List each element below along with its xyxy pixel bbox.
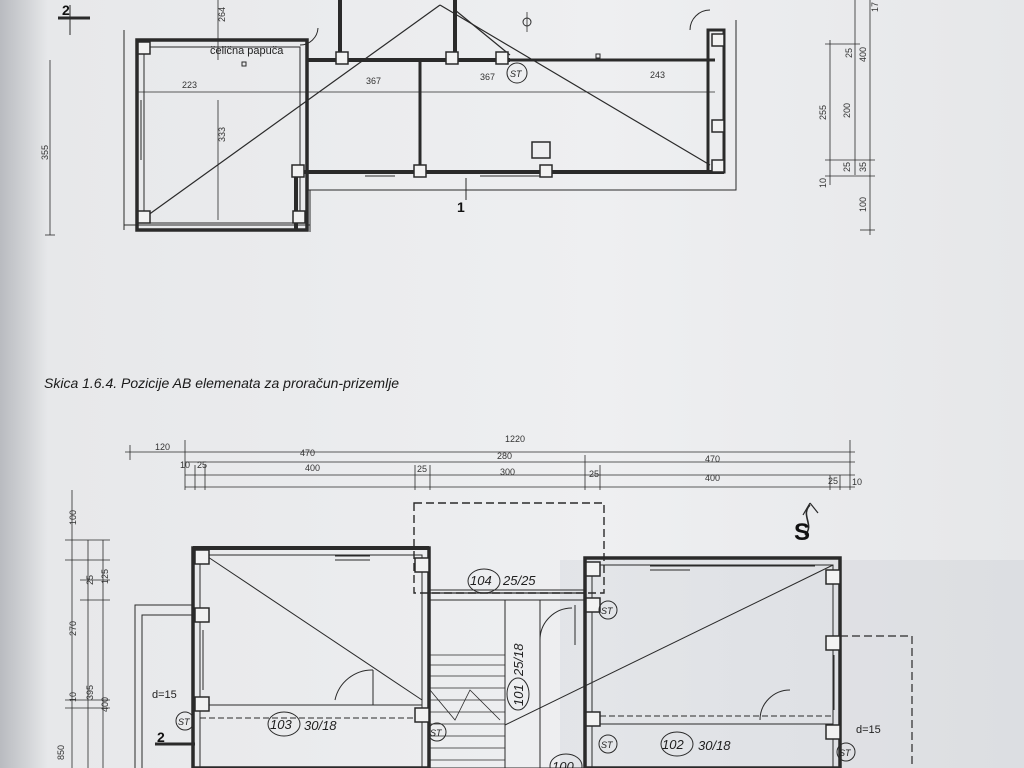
position-103-size: 30/18 bbox=[304, 718, 337, 733]
dim-left-10: 10 bbox=[68, 692, 78, 702]
st-label-5: ST bbox=[839, 748, 852, 758]
st-label-4: ST bbox=[601, 740, 614, 750]
position-102-size: 30/18 bbox=[698, 738, 731, 753]
dim-333: 333 bbox=[217, 127, 227, 142]
dim-right-17: 17 bbox=[870, 2, 880, 12]
slab-thickness-left: d=15 bbox=[152, 689, 177, 701]
dim-left-270: 270 bbox=[68, 621, 78, 636]
dim-10-left: 10 bbox=[180, 460, 190, 470]
dim-right-255: 255 bbox=[818, 105, 828, 120]
dim-left-400: 400 bbox=[100, 697, 110, 712]
dim-280: 280 bbox=[497, 451, 512, 461]
dim-300: 300 bbox=[500, 467, 515, 477]
dim-367-a: 367 bbox=[366, 76, 381, 86]
st-label-2: ST bbox=[178, 717, 191, 727]
dim-25-d: 25 bbox=[828, 476, 838, 486]
section-mark-2-bottom: 2 bbox=[157, 729, 165, 745]
dim-right-400: 400 bbox=[858, 47, 868, 62]
bottom-plan bbox=[65, 440, 913, 768]
dim-left-125: 125 bbox=[100, 569, 110, 584]
bottom-plan-labels: 120 1220 470 280 470 10 25 400 25 300 25… bbox=[56, 434, 881, 768]
dim-25-a: 25 bbox=[197, 460, 207, 470]
dim-10-right: 10 bbox=[852, 477, 862, 487]
position-100: 100 bbox=[552, 759, 574, 768]
dim-right-10: 10 bbox=[818, 178, 828, 188]
position-102: 102 bbox=[662, 737, 684, 752]
dim-400-left: 400 bbox=[305, 463, 320, 473]
dim-120: 120 bbox=[155, 442, 170, 452]
dim-left-100: 100 bbox=[68, 510, 78, 525]
dim-470-left: 470 bbox=[300, 448, 315, 458]
dim-400-right: 400 bbox=[705, 473, 720, 483]
position-101: 101 bbox=[511, 684, 526, 706]
section-mark-1: 1 bbox=[457, 199, 465, 215]
position-104: 104 bbox=[470, 573, 492, 588]
dim-355: 355 bbox=[40, 145, 50, 160]
dim-left-25: 25 bbox=[85, 575, 95, 585]
photo-shadow bbox=[560, 560, 1024, 768]
dim-left-850: 850 bbox=[56, 745, 66, 760]
dim-right-35: 35 bbox=[858, 162, 868, 172]
dim-223: 223 bbox=[182, 80, 197, 90]
dim-367-b: 367 bbox=[480, 72, 495, 82]
dim-470-right: 470 bbox=[705, 454, 720, 464]
top-plan-labels: 2 1 čelična papuča ST 223 367 367 243 26… bbox=[40, 2, 880, 215]
section-mark-2-top: 2 bbox=[62, 2, 70, 18]
dim-right-25: 25 bbox=[844, 48, 854, 58]
position-103: 103 bbox=[270, 717, 292, 732]
position-101-size: 25/18 bbox=[511, 643, 526, 677]
dim-right-200: 200 bbox=[842, 103, 852, 118]
st-label-1: ST bbox=[601, 606, 614, 616]
dim-right-100: 100 bbox=[858, 197, 868, 212]
dim-243: 243 bbox=[650, 70, 665, 80]
st-label-3: ST bbox=[430, 728, 443, 738]
figure-caption: Skica 1.6.4. Pozicije AB elemenata za pr… bbox=[44, 375, 399, 391]
dim-left-395: 395 bbox=[85, 685, 95, 700]
dim-25-b: 25 bbox=[417, 464, 427, 474]
dim-right-25b: 25 bbox=[842, 162, 852, 172]
slab-thickness-right: d=15 bbox=[856, 724, 881, 736]
position-104-size: 25/25 bbox=[502, 573, 536, 588]
top-plan bbox=[45, 0, 875, 236]
st-label-top: ST bbox=[510, 69, 523, 79]
dim-1220: 1220 bbox=[505, 434, 525, 444]
dim-264: 264 bbox=[217, 7, 227, 22]
dim-25-c: 25 bbox=[589, 469, 599, 479]
steel-plate-label: čelična papuča bbox=[210, 45, 284, 57]
stair-direction-mark: S bbox=[794, 519, 810, 546]
